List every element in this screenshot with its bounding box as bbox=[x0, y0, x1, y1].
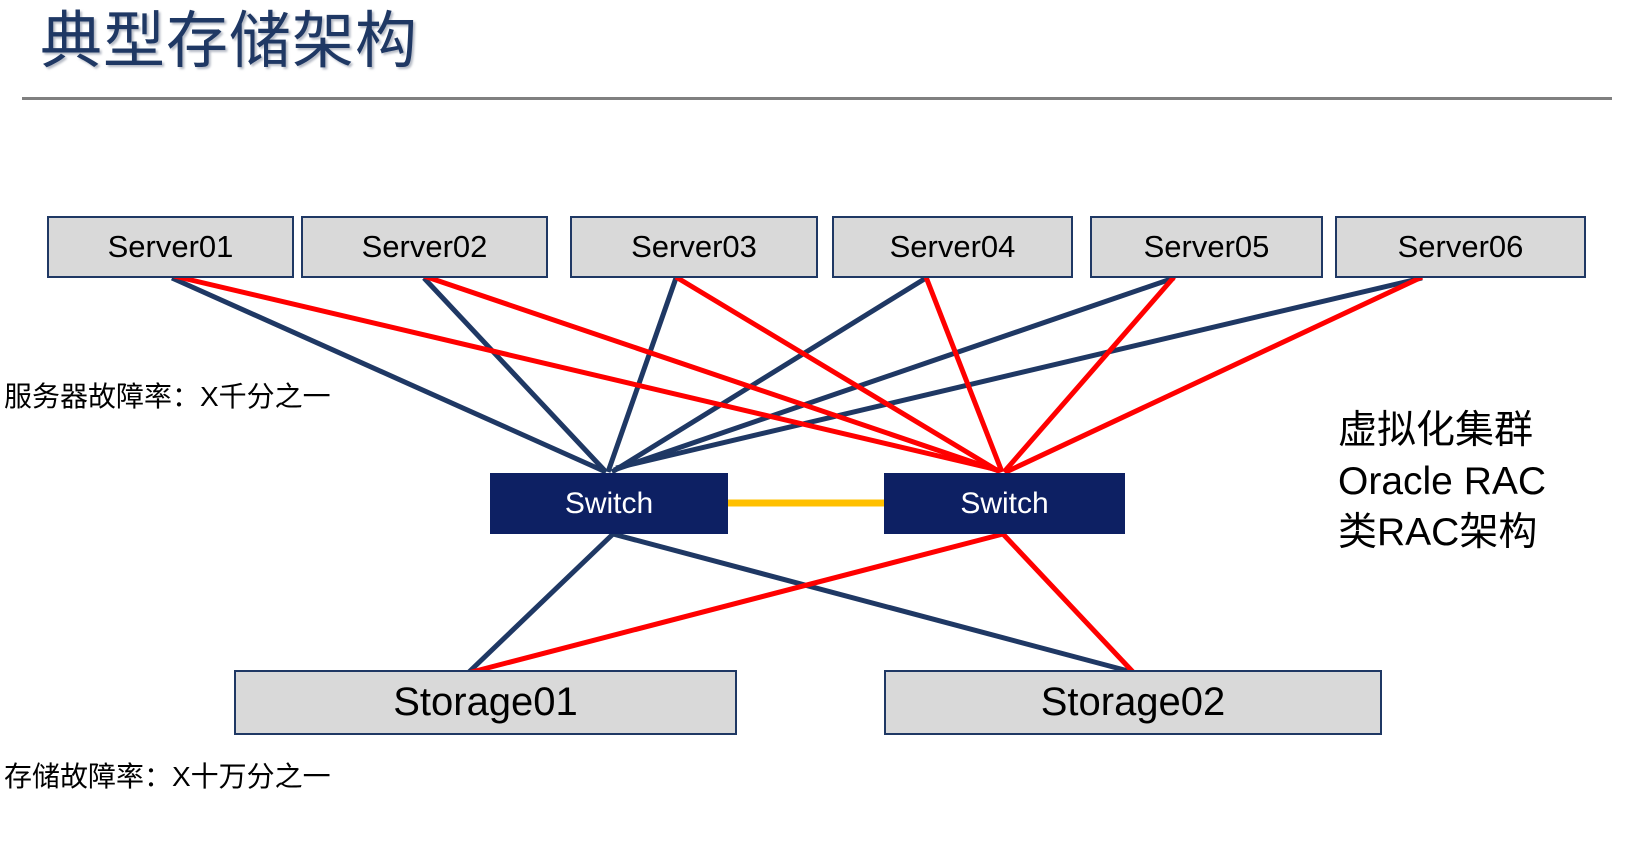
server-box-3[interactable]: Server03 bbox=[570, 216, 818, 278]
link-server05-switch2 bbox=[1002, 275, 1176, 474]
link-server06-switch1 bbox=[615, 275, 1423, 471]
note-storage-failure-rate: 存储故障率：X十万分之一 bbox=[4, 761, 331, 792]
server-box-1[interactable]: Server01 bbox=[47, 216, 294, 278]
link-server06-switch2 bbox=[1004, 274, 1424, 475]
storage-label: Storage01 bbox=[393, 680, 578, 724]
server-box-2[interactable]: Server02 bbox=[301, 216, 548, 278]
link-switch2-storage01 bbox=[467, 531, 1004, 676]
server-label: Server01 bbox=[107, 229, 234, 264]
storage-box-1[interactable]: Storage01 bbox=[234, 670, 737, 735]
cluster-note-line-2: Oracle RAC bbox=[1338, 460, 1547, 503]
storage-label: Storage02 bbox=[1040, 680, 1226, 724]
server-label: Server05 bbox=[1143, 229, 1270, 264]
cluster-note-line-3: 类RAC架构 bbox=[1338, 511, 1538, 554]
switch-label: Switch bbox=[564, 486, 654, 520]
link-switch2-storage02 bbox=[1001, 532, 1135, 674]
links-servers-to-switch2 bbox=[173, 273, 1424, 475]
title-divider bbox=[22, 97, 1612, 100]
link-server04-switch1 bbox=[610, 275, 928, 475]
link-server04-switch2 bbox=[923, 276, 1005, 473]
server-box-6[interactable]: Server06 bbox=[1335, 216, 1586, 278]
link-server03-switch1 bbox=[605, 277, 679, 473]
link-server05-switch1 bbox=[613, 275, 1175, 473]
link-server02-switch2 bbox=[423, 273, 1000, 474]
cluster-note: 虚拟化集群 Oracle RAC 类RAC架构 bbox=[1338, 405, 1546, 558]
link-server01-switch2 bbox=[173, 273, 999, 473]
storage-box-2[interactable]: Storage02 bbox=[884, 670, 1382, 735]
switch-box-2[interactable]: Switch bbox=[884, 473, 1125, 534]
link-server01-switch1 bbox=[170, 275, 608, 475]
server-box-4[interactable]: Server04 bbox=[832, 216, 1073, 278]
server-label: Server03 bbox=[631, 229, 757, 264]
links-switch1-to-storages bbox=[467, 531, 1133, 675]
server-label: Server06 bbox=[1397, 229, 1524, 264]
server-label: Server04 bbox=[889, 229, 1016, 264]
server-label: Server02 bbox=[361, 229, 488, 264]
links-switch2-to-storages bbox=[467, 531, 1135, 676]
page-title: 典型存储架构 bbox=[40, 7, 419, 76]
switch-box-1[interactable]: Switch bbox=[490, 473, 728, 534]
links-servers-to-switch1 bbox=[170, 275, 1423, 475]
note-server-failure-rate: 服务器故障率：X千分之一 bbox=[4, 381, 331, 412]
link-server02-switch1 bbox=[422, 276, 608, 474]
link-server03-switch2 bbox=[674, 274, 1002, 475]
switch-label: Switch bbox=[960, 486, 1049, 520]
link-switch1-storage02 bbox=[612, 531, 1133, 675]
cluster-note-line-1: 虚拟化集群 bbox=[1338, 409, 1534, 452]
link-switch1-storage01 bbox=[467, 532, 615, 674]
server-box-5[interactable]: Server05 bbox=[1090, 216, 1323, 278]
